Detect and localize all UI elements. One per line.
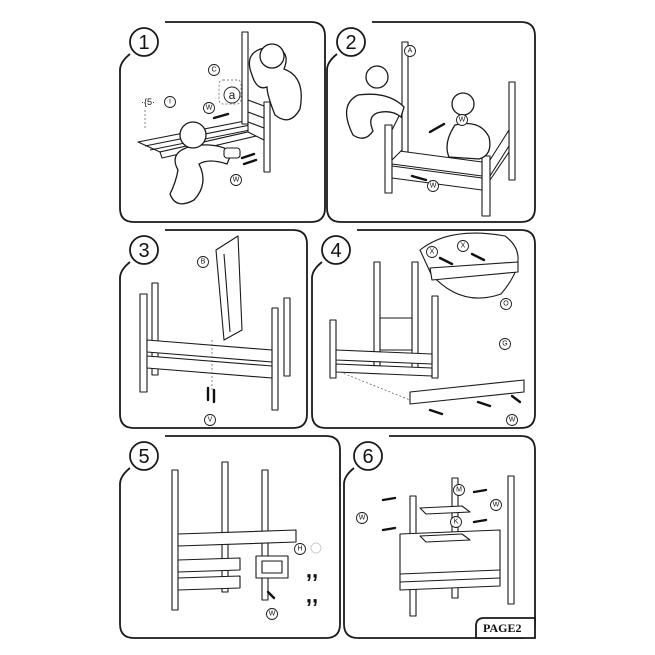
part-label-circle bbox=[426, 246, 438, 258]
part-label-circle bbox=[490, 499, 502, 511]
part-label: G bbox=[502, 341, 507, 348]
svg-text:,,: ,, bbox=[306, 583, 318, 608]
part-label-circle bbox=[456, 114, 468, 126]
step-4-illustration bbox=[329, 232, 525, 416]
part-label-circle bbox=[164, 96, 176, 108]
part-label-circle bbox=[204, 414, 216, 426]
page-label-tab: PAGE2 bbox=[475, 617, 536, 639]
step-number-circle bbox=[336, 27, 366, 57]
step-6-illustration bbox=[381, 475, 515, 617]
part-label-circle bbox=[453, 484, 465, 496]
part-label-circle bbox=[457, 240, 469, 252]
part-label: W bbox=[493, 502, 500, 509]
step-number-circle bbox=[129, 235, 159, 265]
part-label-circle bbox=[197, 256, 209, 268]
part-label-circle bbox=[266, 608, 278, 620]
svg-text:·{5·: ·{5· bbox=[141, 97, 155, 107]
part-label-circle bbox=[230, 174, 242, 186]
step-5-illustration: ,, ,, bbox=[171, 461, 322, 611]
part-label: H bbox=[297, 546, 302, 553]
step-number-circle bbox=[321, 235, 351, 265]
step-3-illustration bbox=[139, 235, 291, 411]
part-label-circle bbox=[500, 298, 512, 310]
part-label: W bbox=[233, 177, 240, 184]
step-number: 3 bbox=[138, 240, 149, 262]
part-label: V bbox=[208, 417, 213, 424]
step-panel-1: 1 bbox=[119, 21, 326, 223]
part-label: X bbox=[430, 249, 435, 256]
step-number: 5 bbox=[138, 446, 149, 468]
step-number: 6 bbox=[362, 446, 373, 468]
part-label: K bbox=[454, 519, 459, 526]
part-label-circle bbox=[208, 64, 220, 76]
part-label-circle bbox=[450, 516, 462, 528]
panel-border bbox=[119, 229, 308, 429]
step-number: 2 bbox=[345, 32, 356, 54]
part-label: B bbox=[201, 259, 206, 266]
part-label: C bbox=[211, 67, 216, 74]
step-number-circle bbox=[353, 441, 383, 471]
part-label: I bbox=[169, 99, 171, 106]
part-label-circle bbox=[427, 180, 439, 192]
part-label: X bbox=[461, 243, 466, 250]
part-label: W bbox=[430, 183, 437, 190]
part-label: O bbox=[503, 301, 509, 308]
part-label-circle bbox=[203, 102, 215, 114]
step-1-illustration: ·{5· bbox=[137, 31, 302, 205]
part-label: W bbox=[359, 515, 366, 522]
part-label-circle bbox=[404, 45, 416, 57]
part-label: W bbox=[459, 117, 466, 124]
part-label-circle bbox=[294, 543, 306, 555]
step-number: 1 bbox=[138, 32, 149, 54]
step-number-circle bbox=[129, 441, 159, 471]
part-label: W bbox=[269, 611, 276, 618]
part-label: W bbox=[509, 417, 516, 424]
part-label: M bbox=[456, 487, 462, 494]
part-label-circle bbox=[223, 86, 241, 104]
step-2-illustration bbox=[346, 41, 516, 217]
part-label: a bbox=[229, 88, 236, 102]
svg-text:,,: ,, bbox=[306, 558, 318, 583]
part-label-circle bbox=[356, 512, 368, 524]
page-label: PAGE2 bbox=[483, 621, 521, 635]
part-label-circle bbox=[499, 338, 511, 350]
part-label-circle bbox=[506, 414, 518, 426]
step-number-circle bbox=[129, 27, 159, 57]
step-number: 4 bbox=[330, 240, 341, 262]
part-label: A bbox=[408, 48, 413, 55]
part-label: W bbox=[206, 105, 213, 112]
step-panel-3: 3 bbox=[119, 229, 308, 429]
